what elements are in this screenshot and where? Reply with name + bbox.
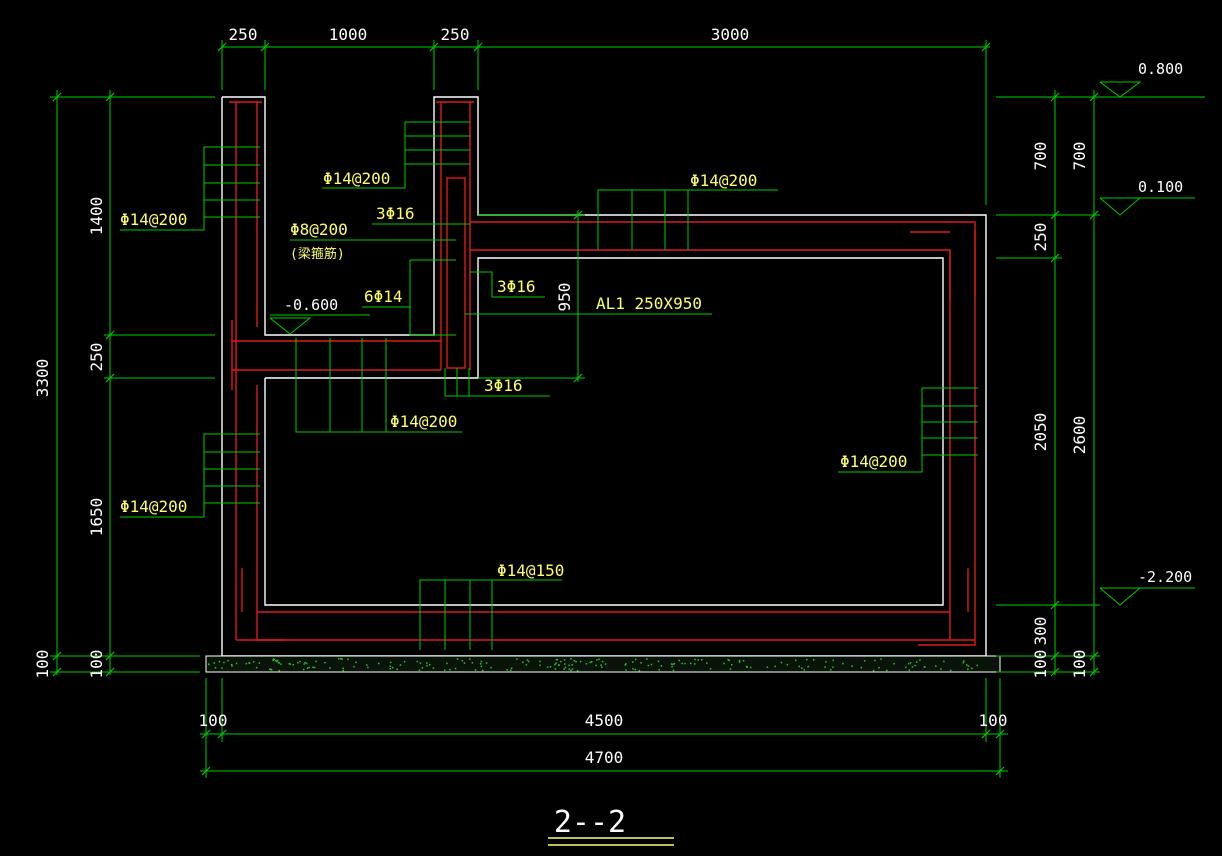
dim-right-250: 250 bbox=[1031, 223, 1050, 252]
label-tie-bar: Φ8@200 bbox=[290, 220, 348, 239]
dim-bottom-left: 100 bbox=[199, 711, 228, 730]
section-title: 2--2 bbox=[554, 805, 626, 840]
dim-right-2050: 2050 bbox=[1031, 413, 1050, 452]
dim-left-1400: 1400 bbox=[87, 197, 106, 236]
label-ledge-bars: 6Φ14 bbox=[364, 287, 403, 306]
label-beam-top: 3Φ16 bbox=[376, 204, 415, 223]
rebar-cage bbox=[229, 101, 976, 646]
elevation-texts: 0.800 0.100 -2.200 -0.600 bbox=[284, 60, 1192, 586]
dim-right-700: 700 bbox=[1031, 142, 1050, 171]
dim-top-3: 250 bbox=[441, 25, 470, 44]
dim-right-base-inner: 100 bbox=[1031, 650, 1050, 679]
elevation-ledge: -0.600 bbox=[284, 296, 338, 314]
dim-left-total: 3300 bbox=[33, 359, 52, 398]
elevation-roof: 0.100 bbox=[1138, 178, 1183, 196]
dimension-ticks bbox=[52, 42, 1099, 776]
label-ledge-slab: Φ14@200 bbox=[390, 412, 457, 431]
lean-concrete-base bbox=[205, 655, 1001, 673]
label-left-wall-upper: Φ14@200 bbox=[120, 210, 187, 229]
label-left-wall-lower: Φ14@200 bbox=[120, 497, 187, 516]
dim-beam-depth: 950 bbox=[555, 283, 574, 312]
label-bottom-slab: Φ14@150 bbox=[497, 561, 564, 580]
rebar-leaders bbox=[120, 121, 978, 650]
label-beam-name: AL1 250X950 bbox=[596, 294, 702, 313]
dim-top-2: 1000 bbox=[329, 25, 368, 44]
dim-right-outer-2600: 2600 bbox=[1070, 416, 1089, 455]
label-mid-wall: Φ14@200 bbox=[323, 169, 390, 188]
dim-bottom-right: 100 bbox=[979, 711, 1008, 730]
dim-right-outer-base: 100 bbox=[1070, 650, 1089, 679]
dim-left-1650: 1650 bbox=[87, 498, 106, 537]
rebar-labels: Φ14@200 Φ14@200 Φ14@200 Φ8@200 (梁箍筋) 3Φ1… bbox=[120, 169, 907, 580]
label-right-wall: Φ14@200 bbox=[840, 452, 907, 471]
dim-bottom-total: 4700 bbox=[585, 748, 624, 767]
label-roof-slab: Φ14@200 bbox=[690, 171, 757, 190]
dimension-lines bbox=[50, 40, 1205, 846]
dim-top-1: 250 bbox=[229, 25, 258, 44]
dim-right-outer-700: 700 bbox=[1070, 142, 1089, 171]
dim-left-base-outer: 100 bbox=[33, 650, 52, 679]
elevation-bottom: -2.200 bbox=[1138, 568, 1192, 586]
elevation-top: 0.800 bbox=[1138, 60, 1183, 78]
label-beam-bottom: 3Φ16 bbox=[484, 376, 523, 395]
dim-bottom-mid: 4500 bbox=[585, 711, 624, 730]
label-beam-mid: 3Φ16 bbox=[497, 277, 536, 296]
dim-left-base-inner: 100 bbox=[87, 650, 106, 679]
dimension-texts: 250 1000 250 3000 3300 100 1400 250 1650… bbox=[33, 25, 1089, 767]
dim-right-300: 300 bbox=[1031, 617, 1050, 646]
label-tie-bar-note: (梁箍筋) bbox=[290, 246, 345, 262]
dim-top-4: 3000 bbox=[711, 25, 750, 44]
dim-left-250: 250 bbox=[87, 343, 106, 372]
